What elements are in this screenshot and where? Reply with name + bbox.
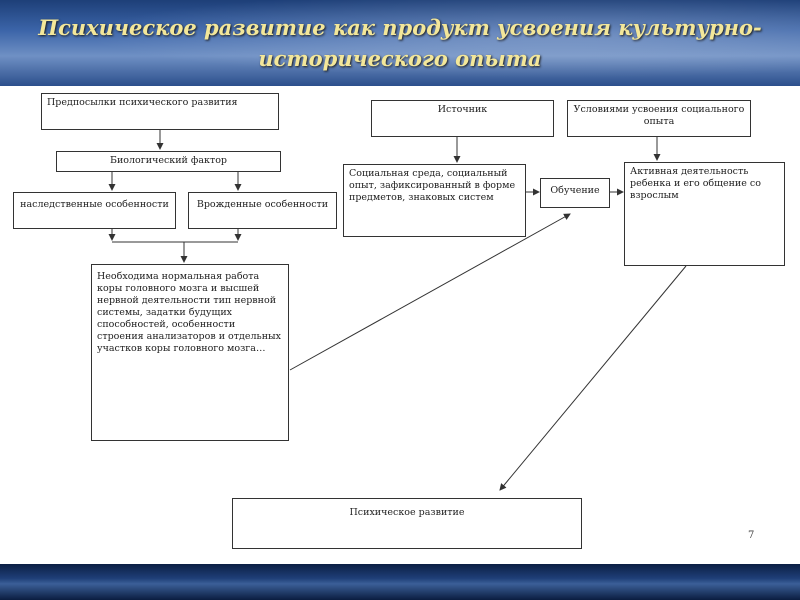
box-hereditary: наследственные особенности [13,192,176,229]
slide-title: Психическое развитие как продукт усвоени… [38,15,762,71]
box-mental-development: Психическое развитие [232,498,582,549]
box-source: Источник [371,100,554,137]
box-social-environment: Социальная среда, социальный опыт, зафик… [343,164,526,237]
box-conditions: Условиями усвоения социального опыта [567,100,751,137]
box-prerequisites: Предпосылки психического развития [41,93,279,130]
slide-footer [0,564,800,600]
page-number: 7 [748,530,755,541]
box-biological-factor: Биологический фактор [56,151,281,172]
box-congenital: Врожденные особенности [188,192,337,229]
slide-header [0,0,800,86]
box-brain-conditions: Необходима нормальная работа коры головн… [91,264,289,441]
box-learning: Обучение [540,178,610,208]
box-activity: Активная деятельность ребенка и его обще… [624,162,785,266]
